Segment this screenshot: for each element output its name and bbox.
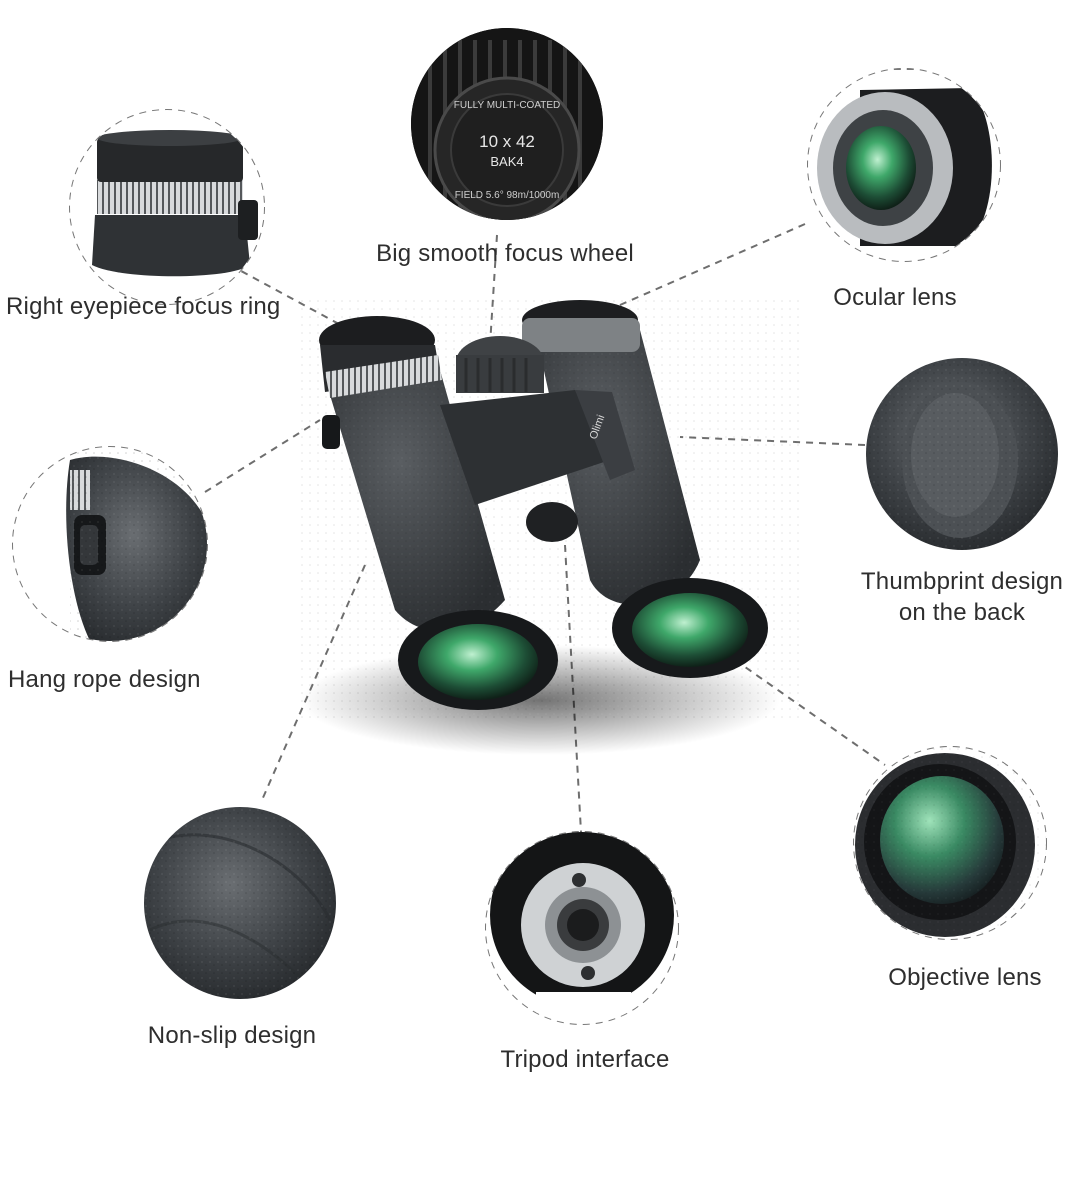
callout-non-slip [144, 807, 336, 999]
leader-eyepiece [229, 264, 351, 331]
callout-thumbprint [866, 358, 1058, 550]
label-non-slip: Non-slip design [147, 1022, 317, 1049]
callout-hang-rope [12, 446, 208, 642]
wheel-spec-text: 10 x 42 [479, 132, 535, 151]
label-ocular-lens: Ocular lens [833, 284, 957, 311]
callout-ocular-lens [807, 68, 1001, 262]
callout-focus-wheel: 10 x 42 BAK4 FULLY MULTI-COATED FIELD 5.… [411, 28, 603, 220]
binoculars-main: Olimi [300, 300, 800, 755]
label-hang-rope: Hang rope design [8, 666, 201, 693]
wheel-ring-bottom-text: FIELD 5.6° 98m/1000m [455, 190, 560, 201]
callout-tripod [485, 831, 679, 1025]
label-tripod: Tripod interface [500, 1046, 670, 1073]
label-right-eyepiece: Right eyepiece focus ring [6, 293, 281, 320]
callout-objective-lens [853, 746, 1047, 940]
wheel-prism-text: BAK4 [490, 154, 523, 169]
label-focus-wheel: Big smooth focus wheel [376, 240, 634, 267]
leader-hang [204, 419, 321, 493]
label-thumbprint-line2: on the back [898, 599, 1026, 626]
label-objective-lens: Objective lens [888, 964, 1042, 991]
callout-eyepiece-ring [69, 109, 265, 305]
wheel-ring-top-text: FULLY MULTI-COATED [454, 100, 561, 111]
label-thumbprint-line1: Thumbprint design [860, 568, 1064, 595]
